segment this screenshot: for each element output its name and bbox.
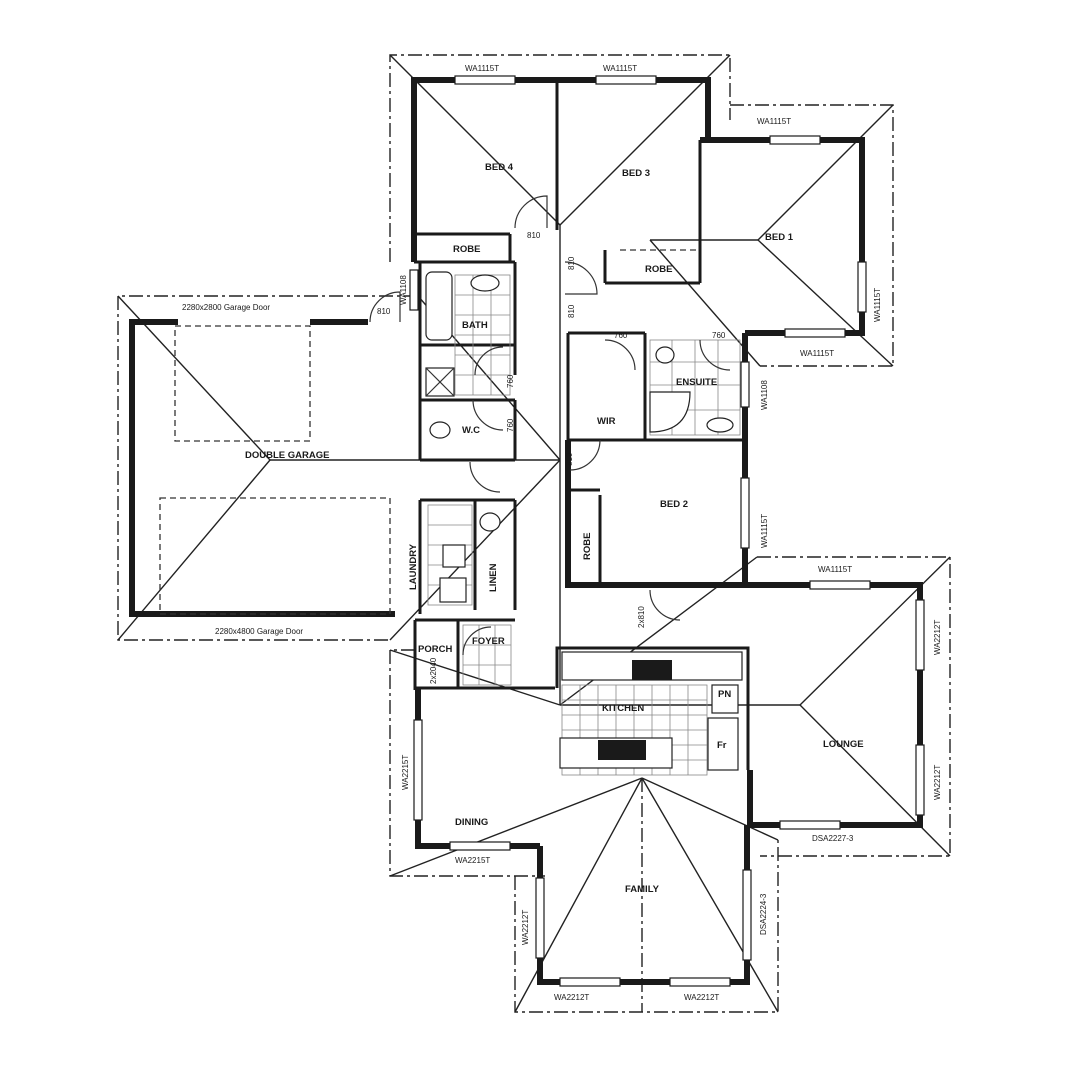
window-code: WA2215T bbox=[401, 755, 410, 790]
window-code: WA2212T bbox=[684, 993, 719, 1002]
robe-bed2-label: ROBE bbox=[582, 533, 593, 560]
window-code: DSA2224-3 bbox=[759, 893, 768, 935]
window-code: WA1115T bbox=[760, 514, 769, 548]
ensuite-label: ENSUITE bbox=[676, 377, 717, 388]
door-code: 760 bbox=[614, 331, 628, 340]
laundry-area bbox=[418, 498, 517, 614]
window-code: WA2212T bbox=[933, 765, 942, 800]
window-code: WA1108 bbox=[399, 275, 408, 305]
door-code: 810 bbox=[567, 256, 576, 270]
dining-label: DINING bbox=[455, 817, 488, 828]
wir-label: WIR bbox=[597, 416, 616, 427]
porch-label: PORCH bbox=[418, 644, 452, 655]
door-code: 810 bbox=[377, 307, 391, 316]
windows bbox=[409, 75, 925, 987]
double-garage-area bbox=[129, 319, 395, 617]
ensuite-area bbox=[566, 331, 748, 442]
window-code: WA1115T bbox=[818, 565, 852, 574]
garage-door-code: 2280x2800 Garage Door bbox=[182, 303, 270, 312]
pn-label: PN bbox=[718, 689, 731, 700]
kitchen-area bbox=[555, 646, 750, 776]
linen-label: LINEN bbox=[488, 563, 499, 592]
foyer-label: FOYER bbox=[472, 636, 505, 647]
window-code: WA1115T bbox=[603, 64, 637, 73]
window-code: DSA2227-3 bbox=[812, 834, 854, 843]
robe-bed4-label: ROBE bbox=[453, 244, 480, 255]
bed1-label: BED 1 bbox=[765, 232, 794, 243]
bath-tiles bbox=[425, 271, 511, 439]
bed3-label: BED 3 bbox=[622, 168, 650, 179]
lounge-label: LOUNGE bbox=[823, 739, 864, 750]
door-code: 760 bbox=[506, 374, 515, 388]
roof-hips bbox=[117, 54, 951, 1013]
bed2-label: BED 2 bbox=[660, 499, 688, 510]
door-code: 2x810 bbox=[637, 606, 646, 628]
door-code: 2x2040 bbox=[429, 657, 438, 684]
window-codes: WA1115T WA1115T WA1115T WA1115T WA1115T … bbox=[399, 64, 942, 1002]
door-code: 810 bbox=[565, 452, 574, 466]
kitchen-label: KITCHEN bbox=[602, 703, 644, 714]
bedroom-wing bbox=[411, 77, 711, 462]
window-code: WA1115T bbox=[873, 288, 882, 322]
garage-door-code: 2280x4800 Garage Door bbox=[215, 627, 303, 636]
window-code: WA1115T bbox=[465, 64, 499, 73]
bath-label: BATH bbox=[462, 320, 488, 331]
window-code: WA1115T bbox=[757, 117, 791, 126]
door-code: 760 bbox=[712, 331, 726, 340]
window-code: WA2215T bbox=[455, 856, 490, 865]
room-labels: BED 4 BED 3 BED 1 ROBE ROBE BATH W.C ENS… bbox=[245, 162, 864, 895]
robe-bed1-label: ROBE bbox=[645, 264, 672, 275]
bed2-area bbox=[565, 440, 748, 588]
door-code: 810 bbox=[527, 231, 541, 240]
double-garage-label: DOUBLE GARAGE bbox=[245, 450, 329, 461]
wc-label: W.C bbox=[462, 425, 480, 436]
window-code: WA2212T bbox=[554, 993, 589, 1002]
door-codes: 2280x2800 Garage Door 2280x4800 Garage D… bbox=[182, 231, 726, 684]
fr-label: Fr bbox=[717, 740, 727, 751]
window-code: WA2212T bbox=[521, 910, 530, 945]
window-code: WA1115T bbox=[800, 349, 834, 358]
door-code: 760 bbox=[506, 418, 515, 432]
bed4-label: BED 4 bbox=[485, 162, 514, 173]
roof-outline bbox=[117, 54, 951, 1013]
door-code: 810 bbox=[567, 304, 576, 318]
window-code: WA2212T bbox=[933, 620, 942, 655]
door-swings bbox=[369, 195, 731, 656]
window-code: WA1108 bbox=[760, 380, 769, 410]
family-label: FAMILY bbox=[625, 884, 660, 895]
family-area bbox=[537, 825, 750, 985]
laundry-label: LAUNDRY bbox=[408, 543, 419, 590]
